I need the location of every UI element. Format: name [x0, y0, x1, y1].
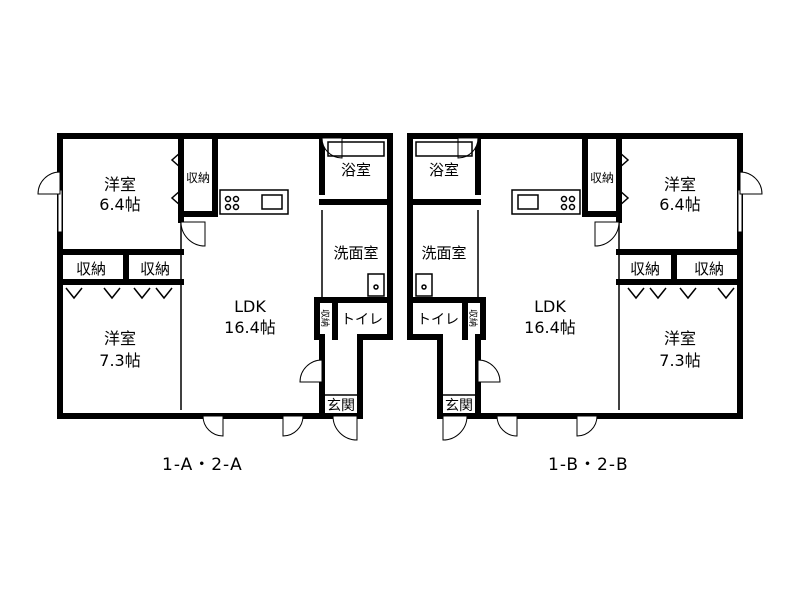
unit-b-basin-drain	[421, 284, 427, 290]
unit-a-stove-burner	[224, 195, 232, 203]
unit-b-closet-top: 収納	[590, 171, 614, 185]
unit-b-toilet: トイレ	[417, 312, 459, 328]
unit-a-window-bed-top	[57, 189, 63, 233]
unit-a-stove-burner	[224, 203, 232, 211]
unit-a-stove-burner	[232, 195, 240, 203]
unit-b-door-bed-top	[739, 171, 763, 195]
unit-a: 洋室 6.4帖 収納 収納 収納 洋室 7.3帖 LDK 16.4帖 浴室 洗面…	[37, 133, 393, 441]
unit-b-bed-top-name: 洋室	[664, 175, 696, 194]
unit-a-closet-small: 収納	[319, 309, 331, 327]
unit-b-ldk-size: 16.4帖	[524, 318, 576, 337]
unit-b-wash-basin	[415, 273, 433, 297]
unit-b-washroom: 洗面室	[421, 244, 466, 262]
unit-b-kitchen-sink	[517, 194, 539, 210]
unit-a-closet-top-doors	[170, 151, 182, 207]
unit-b-bed-bottom-size: 7.3帖	[659, 351, 700, 370]
unit-a-bath: 浴室	[341, 161, 371, 179]
unit-a-ldk-size: 16.4帖	[224, 318, 276, 337]
unit-a-closet-left: 収納	[76, 260, 106, 278]
unit-a-stove-burner	[232, 203, 240, 211]
unit-b-stove-burner	[560, 195, 568, 203]
unit-b-stove-burner	[568, 195, 576, 203]
unit-a-bathtub	[327, 141, 385, 157]
unit-a-bed-bottom-size: 7.3帖	[99, 351, 140, 370]
unit-b-door-ldk	[594, 221, 620, 247]
unit-a-toilet: トイレ	[341, 312, 383, 328]
unit-a-wash-basin	[367, 273, 385, 297]
unit-b	[407, 133, 763, 441]
unit-a-door-bed-top	[37, 171, 61, 195]
unit-a-bed-top-name: 洋室	[104, 175, 136, 194]
unit-a-kitchen-sink	[261, 194, 283, 210]
unit-b-caption: 1-B・2-B	[548, 455, 629, 475]
unit-a-outer-wall	[57, 133, 393, 419]
unit-b-door-ldk-bottom-right	[496, 415, 518, 437]
unit-a-washroom: 洗面室	[333, 244, 378, 262]
unit-a-kitchen-counter	[219, 189, 289, 215]
unit-a-closet-right: 収納	[140, 260, 170, 278]
unit-a-basin-drain	[373, 284, 379, 290]
unit-a-closet-doors	[65, 287, 173, 300]
unit-b-door-entrance-inner	[477, 359, 501, 383]
unit-b-closet-small: 収納	[467, 309, 479, 327]
unit-b-door-ldk-bottom-left	[576, 415, 598, 437]
unit-b-bath: 浴室	[429, 161, 459, 179]
unit-b-stove-burner	[560, 203, 568, 211]
unit-b-door-entrance	[442, 415, 468, 441]
unit-b-ldk-name: LDK	[534, 297, 566, 316]
unit-b-closet-top-doors	[618, 151, 630, 207]
unit-b-bed-top-size: 6.4帖	[659, 195, 700, 214]
unit-a-ldk-name: LDK	[234, 297, 266, 316]
unit-b-closet-doors	[627, 287, 735, 300]
unit-b-window-bed-top	[737, 189, 743, 233]
unit-a-bed-top-size: 6.4帖	[99, 195, 140, 214]
unit-a-door-ldk-bottom-right	[282, 415, 304, 437]
unit-b-bathtub	[415, 141, 473, 157]
unit-b-entrance: 玄関	[445, 397, 473, 414]
unit-b-stove-burner	[568, 203, 576, 211]
unit-b-labels: 洋室 6.4帖 収納 収納 収納 洋室 7.3帖 LDK 16.4帖 浴室 洗面…	[417, 161, 724, 414]
unit-b-closet-right: 収納	[694, 260, 724, 278]
unit-b-door-bath	[457, 137, 479, 159]
unit-a-door-ldk-bottom-left	[202, 415, 224, 437]
unit-a-closet-top: 収納	[186, 171, 210, 185]
unit-a-caption: 1-A・2-A	[162, 455, 243, 475]
unit-b-bed-bottom-name: 洋室	[664, 329, 696, 348]
unit-a-door-bath	[321, 137, 343, 159]
unit-a-door-ldk	[180, 221, 206, 247]
unit-a-bed-bottom-name: 洋室	[104, 329, 136, 348]
unit-a-door-entrance-inner	[299, 359, 323, 383]
unit-b-closet-left: 収納	[630, 260, 660, 278]
unit-a-entrance: 玄関	[327, 397, 355, 414]
unit-a-door-entrance	[332, 415, 358, 441]
unit-b-kitchen-counter	[511, 189, 581, 215]
unit-b-outer-wall	[407, 133, 743, 419]
